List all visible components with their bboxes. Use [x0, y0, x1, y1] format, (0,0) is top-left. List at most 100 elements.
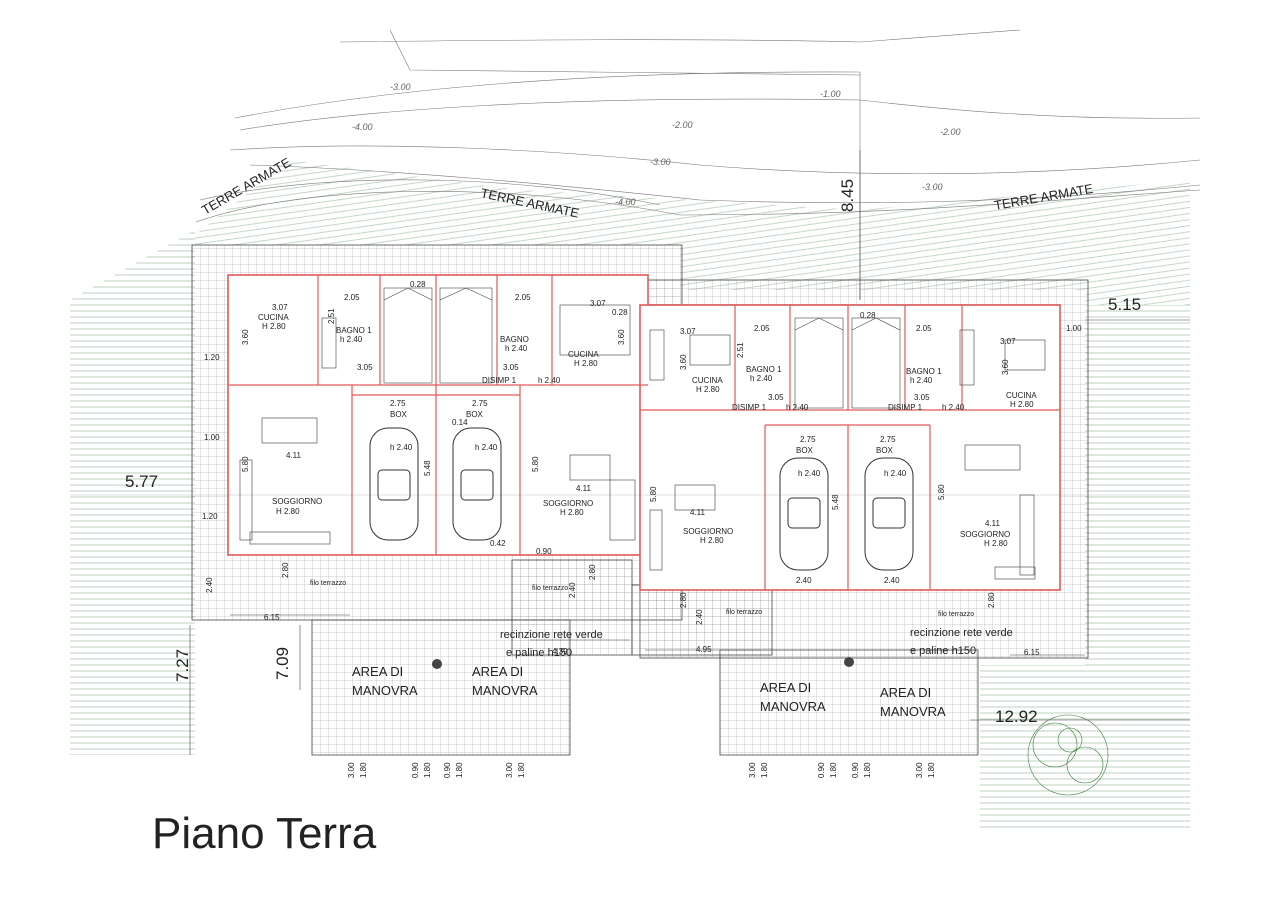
svg-text:1.00: 1.00	[1066, 324, 1082, 333]
svg-text:1.80: 1.80	[359, 762, 368, 778]
svg-text:H 2.80: H 2.80	[560, 508, 584, 517]
svg-text:SOGGIORNO: SOGGIORNO	[543, 499, 593, 508]
svg-text:MANOVRA: MANOVRA	[760, 699, 826, 714]
svg-text:DISIMP 1: DISIMP 1	[888, 403, 923, 412]
dimension-lines	[70, 150, 1190, 755]
svg-text:4.11: 4.11	[985, 519, 1001, 528]
svg-text:1.00: 1.00	[204, 433, 220, 442]
svg-text:3.60: 3.60	[679, 354, 688, 370]
svg-text:2.51: 2.51	[736, 342, 745, 358]
svg-text:h 2.40: h 2.40	[475, 443, 498, 452]
svg-text:1.20: 1.20	[202, 512, 218, 521]
svg-text:CUCINA: CUCINA	[258, 313, 289, 322]
svg-text:h 2.40: h 2.40	[505, 344, 528, 353]
svg-text:CUCINA: CUCINA	[568, 350, 599, 359]
svg-text:1.80: 1.80	[517, 762, 526, 778]
svg-text:5.80: 5.80	[937, 484, 946, 500]
svg-text:0.14: 0.14	[452, 418, 468, 427]
svg-text:h 2.40: h 2.40	[340, 335, 363, 344]
landscape-hatch-bottom	[70, 640, 195, 755]
svg-text:5.80: 5.80	[241, 456, 250, 472]
svg-text:h 2.40: h 2.40	[786, 403, 809, 412]
svg-text:H 2.80: H 2.80	[700, 536, 724, 545]
svg-text:6.15: 6.15	[1024, 648, 1040, 657]
svg-text:1.80: 1.80	[863, 762, 872, 778]
svg-text:2.05: 2.05	[754, 324, 770, 333]
svg-text:DISIMP 1: DISIMP 1	[732, 403, 767, 412]
svg-text:-4.00: -4.00	[615, 197, 636, 207]
building-walls	[227, 274, 1061, 591]
dim-1292: 12.92	[995, 707, 1038, 726]
svg-text:2.40: 2.40	[205, 577, 214, 593]
svg-text:6.15: 6.15	[264, 613, 280, 622]
car-2	[452, 427, 502, 541]
svg-text:CUCINA: CUCINA	[1006, 391, 1037, 400]
svg-text:H 2.80: H 2.80	[276, 507, 300, 516]
contour-labels: -1.00 -2.00 -2.00 -3.00 -3.00 -3.00 -4.0…	[352, 82, 961, 207]
svg-text:-1.00: -1.00	[820, 89, 841, 99]
svg-text:BOX: BOX	[390, 410, 408, 419]
svg-text:3.60: 3.60	[241, 329, 250, 345]
svg-text:-3.00: -3.00	[650, 157, 671, 167]
svg-text:H 2.80: H 2.80	[1010, 400, 1034, 409]
svg-text:4.11: 4.11	[690, 508, 706, 517]
area-labels: AREA DI MANOVRA AREA DI MANOVRA AREA DI …	[352, 664, 946, 719]
tree-icon	[1027, 714, 1109, 796]
svg-text:2.75: 2.75	[390, 399, 406, 408]
svg-text:3.05: 3.05	[768, 393, 784, 402]
svg-text:2.80: 2.80	[281, 562, 290, 578]
svg-text:-3.00: -3.00	[922, 182, 943, 192]
svg-text:MANOVRA: MANOVRA	[352, 683, 418, 698]
furniture	[239, 304, 1046, 580]
svg-text:3.00: 3.00	[347, 762, 356, 778]
svg-text:4.39: 4.39	[552, 647, 568, 656]
svg-text:2.40: 2.40	[568, 582, 577, 598]
svg-text:filo terrazzo: filo terrazzo	[726, 609, 762, 616]
svg-text:BAGNO 1: BAGNO 1	[906, 367, 942, 376]
svg-text:filo terrazzo: filo terrazzo	[938, 611, 974, 618]
svg-text:1.80: 1.80	[423, 762, 432, 778]
stairs	[383, 287, 901, 409]
svg-text:h 2.40: h 2.40	[390, 443, 413, 452]
svg-text:filo terrazzo: filo terrazzo	[310, 580, 346, 587]
svg-text:BAGNO 1: BAGNO 1	[746, 365, 782, 374]
svg-text:recinzione rete verde: recinzione rete verde	[500, 629, 603, 641]
svg-text:3.00: 3.00	[748, 762, 757, 778]
svg-text:0.90: 0.90	[817, 762, 826, 778]
svg-text:-2.00: -2.00	[672, 120, 693, 130]
svg-text:0.42: 0.42	[490, 539, 506, 548]
svg-text:AREA DI: AREA DI	[760, 680, 811, 695]
svg-text:4.11: 4.11	[286, 451, 302, 460]
svg-text:3.60: 3.60	[617, 329, 626, 345]
svg-text:h 2.40: h 2.40	[750, 374, 773, 383]
svg-text:H 2.80: H 2.80	[984, 539, 1008, 548]
svg-text:3.60: 3.60	[1001, 359, 1010, 375]
svg-text:2.80: 2.80	[679, 592, 688, 608]
svg-text:BAGNO: BAGNO	[500, 335, 529, 344]
svg-text:-4.00: -4.00	[352, 122, 373, 132]
svg-text:SOGGIORNO: SOGGIORNO	[683, 527, 733, 536]
svg-text:-3.00: -3.00	[390, 82, 411, 92]
svg-text:AREA DI: AREA DI	[352, 664, 403, 679]
vertical-dims: 3.60 2.51 3.60 5.80 5.48 5.80 2.40 2.40 …	[205, 308, 1010, 625]
svg-text:2.51: 2.51	[327, 308, 336, 324]
svg-text:filo terrazzo: filo terrazzo	[532, 585, 568, 592]
dim-577: 5.77	[125, 472, 158, 491]
fence-notes: recinzione rete verde e paline h150 reci…	[310, 580, 1013, 659]
landscape-hatch-left	[70, 230, 195, 640]
svg-text:BOX: BOX	[466, 410, 484, 419]
svg-text:recinzione rete verde: recinzione rete verde	[910, 627, 1013, 639]
svg-text:e paline h150: e paline h150	[506, 647, 572, 659]
svg-text:0.90: 0.90	[851, 762, 860, 778]
svg-text:DISIMP 1: DISIMP 1	[482, 376, 517, 385]
svg-text:SOGGIORNO: SOGGIORNO	[960, 530, 1010, 539]
interior-walls	[228, 275, 1060, 590]
svg-text:0.90: 0.90	[443, 762, 452, 778]
svg-text:3.07: 3.07	[680, 327, 696, 336]
svg-text:MANOVRA: MANOVRA	[472, 683, 538, 698]
svg-text:MANOVRA: MANOVRA	[880, 704, 946, 719]
cars	[369, 427, 914, 571]
svg-text:0.90: 0.90	[536, 547, 552, 556]
